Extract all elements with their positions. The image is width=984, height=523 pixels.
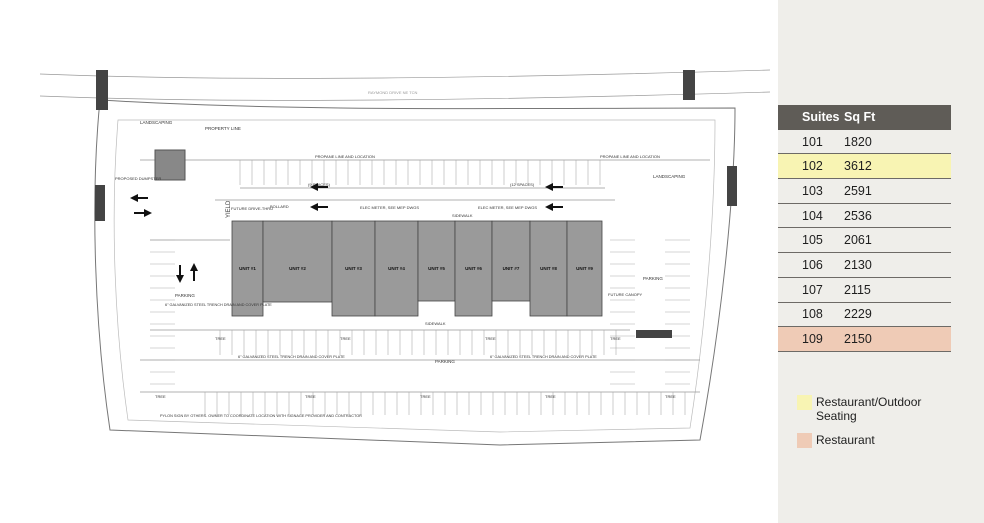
traffic-arrows (130, 183, 563, 283)
drain-note-3: 6" GALVANIZED STEEL TRENCH DRAIN AND COV… (490, 355, 597, 359)
table-row: 104 2536 (778, 204, 951, 229)
parking-label-bottom: PARKING (435, 359, 455, 364)
spaces-12-label: (12 SPACES) (510, 182, 535, 187)
tree-label: TREE (215, 336, 226, 341)
suite-number: 109 (802, 332, 823, 347)
suite-sqft: 2229 (844, 307, 872, 322)
tree-label: TREE (545, 394, 556, 399)
tree-label: TREE (665, 394, 676, 399)
unit-label: UNIT #2 (289, 266, 306, 271)
landscaping-label: LANDSCAPING (140, 120, 173, 125)
table-row: 102 3612 (778, 154, 951, 180)
unit-3-footprint (331, 220, 376, 317)
unit-6-footprint (454, 220, 493, 317)
suite-number: 105 (802, 233, 823, 248)
suites-panel: Suites Sq Ft 101 1820 102 3612 103 2591 104 253… (778, 0, 984, 523)
dumpster-label: PROPOSED DUMPSTER (115, 176, 161, 181)
site-plan: UNIT #1 UNIT #2 UNIT #3 UNIT #4 UNIT #5 UNIT … (39, 69, 771, 446)
table-row: 103 2591 (778, 179, 951, 204)
road-label: RAYMOND DRIVE NE TCN (368, 90, 418, 95)
unit-7-footprint (491, 220, 531, 302)
road-lines (39, 69, 771, 446)
drain-note-2: 6" GALVANIZED STEEL TRENCH DRAIN AND COV… (238, 355, 345, 359)
unit-label: UNIT #6 (465, 266, 482, 271)
suite-sqft: 3612 (844, 159, 872, 174)
suite-sqft: 2150 (844, 332, 872, 347)
propane-label: PROPANE LINE AND LOCATION (315, 154, 375, 159)
landscaping-label-right: LANDSCAPING (653, 174, 686, 179)
unit-label: UNIT #7 (503, 266, 520, 271)
pylon-note: PYLON SIGN BY OTHERS. OWNER TO COORDINAT… (160, 414, 362, 418)
suite-sqft: 2061 (844, 233, 872, 248)
suite-sqft: 1820 (844, 134, 872, 149)
table-row: 105 2061 (778, 228, 951, 254)
suite-sqft: 2115 (844, 282, 871, 297)
table-row: 107 2115 (778, 278, 951, 303)
suite-sqft: 2536 (844, 208, 872, 223)
legend-label: Restaurant (816, 433, 875, 447)
unit-4-footprint (374, 220, 419, 317)
tree-label: TREE (420, 394, 431, 399)
future-canopy-label: FUTURE CANOPY (608, 292, 643, 297)
suite-number: 104 (802, 208, 823, 223)
unit-8-footprint (529, 220, 568, 317)
spaces-9-label: (9 SPACES) (308, 182, 331, 187)
suite-number: 107 (802, 282, 823, 297)
suites-table: Suites Sq Ft 101 1820 102 3612 103 2591 104 253… (778, 105, 951, 352)
suite-number: 103 (802, 183, 823, 198)
parking-label-right: PARKING (643, 276, 663, 281)
unit-label: UNIT #3 (345, 266, 362, 271)
header-sqft: Sq Ft (844, 110, 876, 125)
unit-label: UNIT #9 (576, 266, 593, 271)
parking-label: PARKING (175, 293, 195, 298)
tree-label: TREE (485, 336, 496, 341)
unit-1-footprint (231, 220, 264, 317)
unit-2-footprint (262, 220, 333, 303)
yield-label: YIELD (226, 200, 232, 218)
drain-note: 6" GALVANIZED STEEL TRENCH DRAIN AND COV… (165, 303, 272, 307)
header-suites: Suites (802, 110, 840, 125)
tree-label: TREE (155, 394, 166, 399)
elec-meter-label-right: ELEC METER, SEE MEP DWGS (478, 205, 537, 210)
unit-label: UNIT #5 (428, 266, 445, 271)
future-drive-label: FUTURE DRIVE-THRU (231, 206, 273, 211)
unit-label: UNIT #8 (540, 266, 557, 271)
tree-label: TREE (610, 336, 621, 341)
tree-label: TREE (305, 394, 316, 399)
table-row: 106 2130 (778, 253, 951, 278)
suite-number: 102 (802, 159, 823, 174)
sidewalk-label-bottom: SIDEWALK (425, 321, 446, 326)
legend-swatch (797, 395, 812, 410)
unit-9-footprint (566, 220, 603, 317)
suite-number: 101 (802, 134, 823, 149)
sidewalk-label: SIDEWALK (452, 213, 473, 218)
legend-swatch (797, 433, 812, 448)
gates (95, 70, 737, 338)
suite-number: 106 (802, 257, 823, 272)
legend-item-restaurant-outdoor: Restaurant/Outdoor Seating (797, 395, 926, 423)
unit-5-footprint (417, 220, 456, 302)
bollard-label: BOLLARD (270, 204, 289, 209)
legend-label: Restaurant/Outdoor Seating (816, 395, 922, 423)
suite-number: 108 (802, 307, 823, 322)
table-row: 108 2229 (778, 303, 951, 328)
suite-sqft: 2130 (844, 257, 872, 272)
property-line-label: PROPERTY LINE (205, 126, 241, 131)
table-row: 101 1820 (778, 130, 951, 155)
elec-meter-label: ELEC METER, SEE MEP DWGS (360, 205, 419, 210)
table-row: 109 2150 (778, 327, 951, 352)
legend-item-restaurant: Restaurant (797, 433, 875, 448)
tree-label: TREE (340, 336, 351, 341)
unit-label: UNIT #1 (239, 266, 256, 271)
propane-label-right: PROPANE LINE AND LOCATION (600, 154, 660, 159)
suite-sqft: 2591 (844, 183, 872, 198)
dumpster (154, 149, 186, 181)
table-header: Suites Sq Ft (778, 105, 951, 130)
unit-label: UNIT #4 (388, 266, 405, 271)
